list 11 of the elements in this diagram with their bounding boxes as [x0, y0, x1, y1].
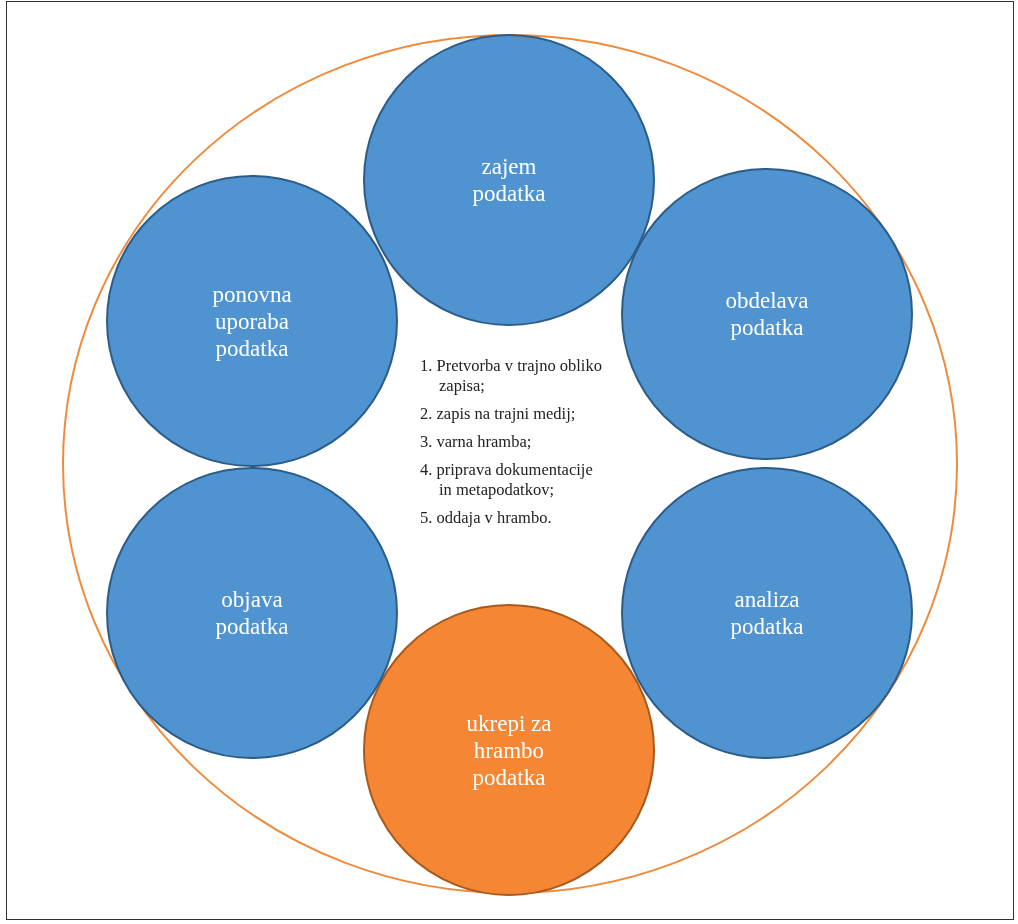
- list-item: 2. zapis na trajni medij;: [420, 404, 577, 424]
- stage-label: ukrepi za hrambo podatka: [465, 709, 553, 791]
- stage-label: objava podatka: [214, 586, 290, 640]
- list-item: 5. oddaja v hrambo.: [420, 508, 553, 528]
- stage-label: obdelava podatka: [724, 287, 810, 341]
- list-item: 3. varna hramba;: [420, 432, 533, 452]
- stage-label: zajem podatka: [471, 153, 547, 207]
- stage-label: analiza podatka: [729, 586, 805, 640]
- list-item: 4. priprava dokumentacije in metapodatkov;: [420, 460, 594, 500]
- stage-label: ponovna uporaba podatka: [211, 280, 293, 362]
- list-item: 1. Pretvorba v trajno obliko zapisa;: [420, 356, 603, 396]
